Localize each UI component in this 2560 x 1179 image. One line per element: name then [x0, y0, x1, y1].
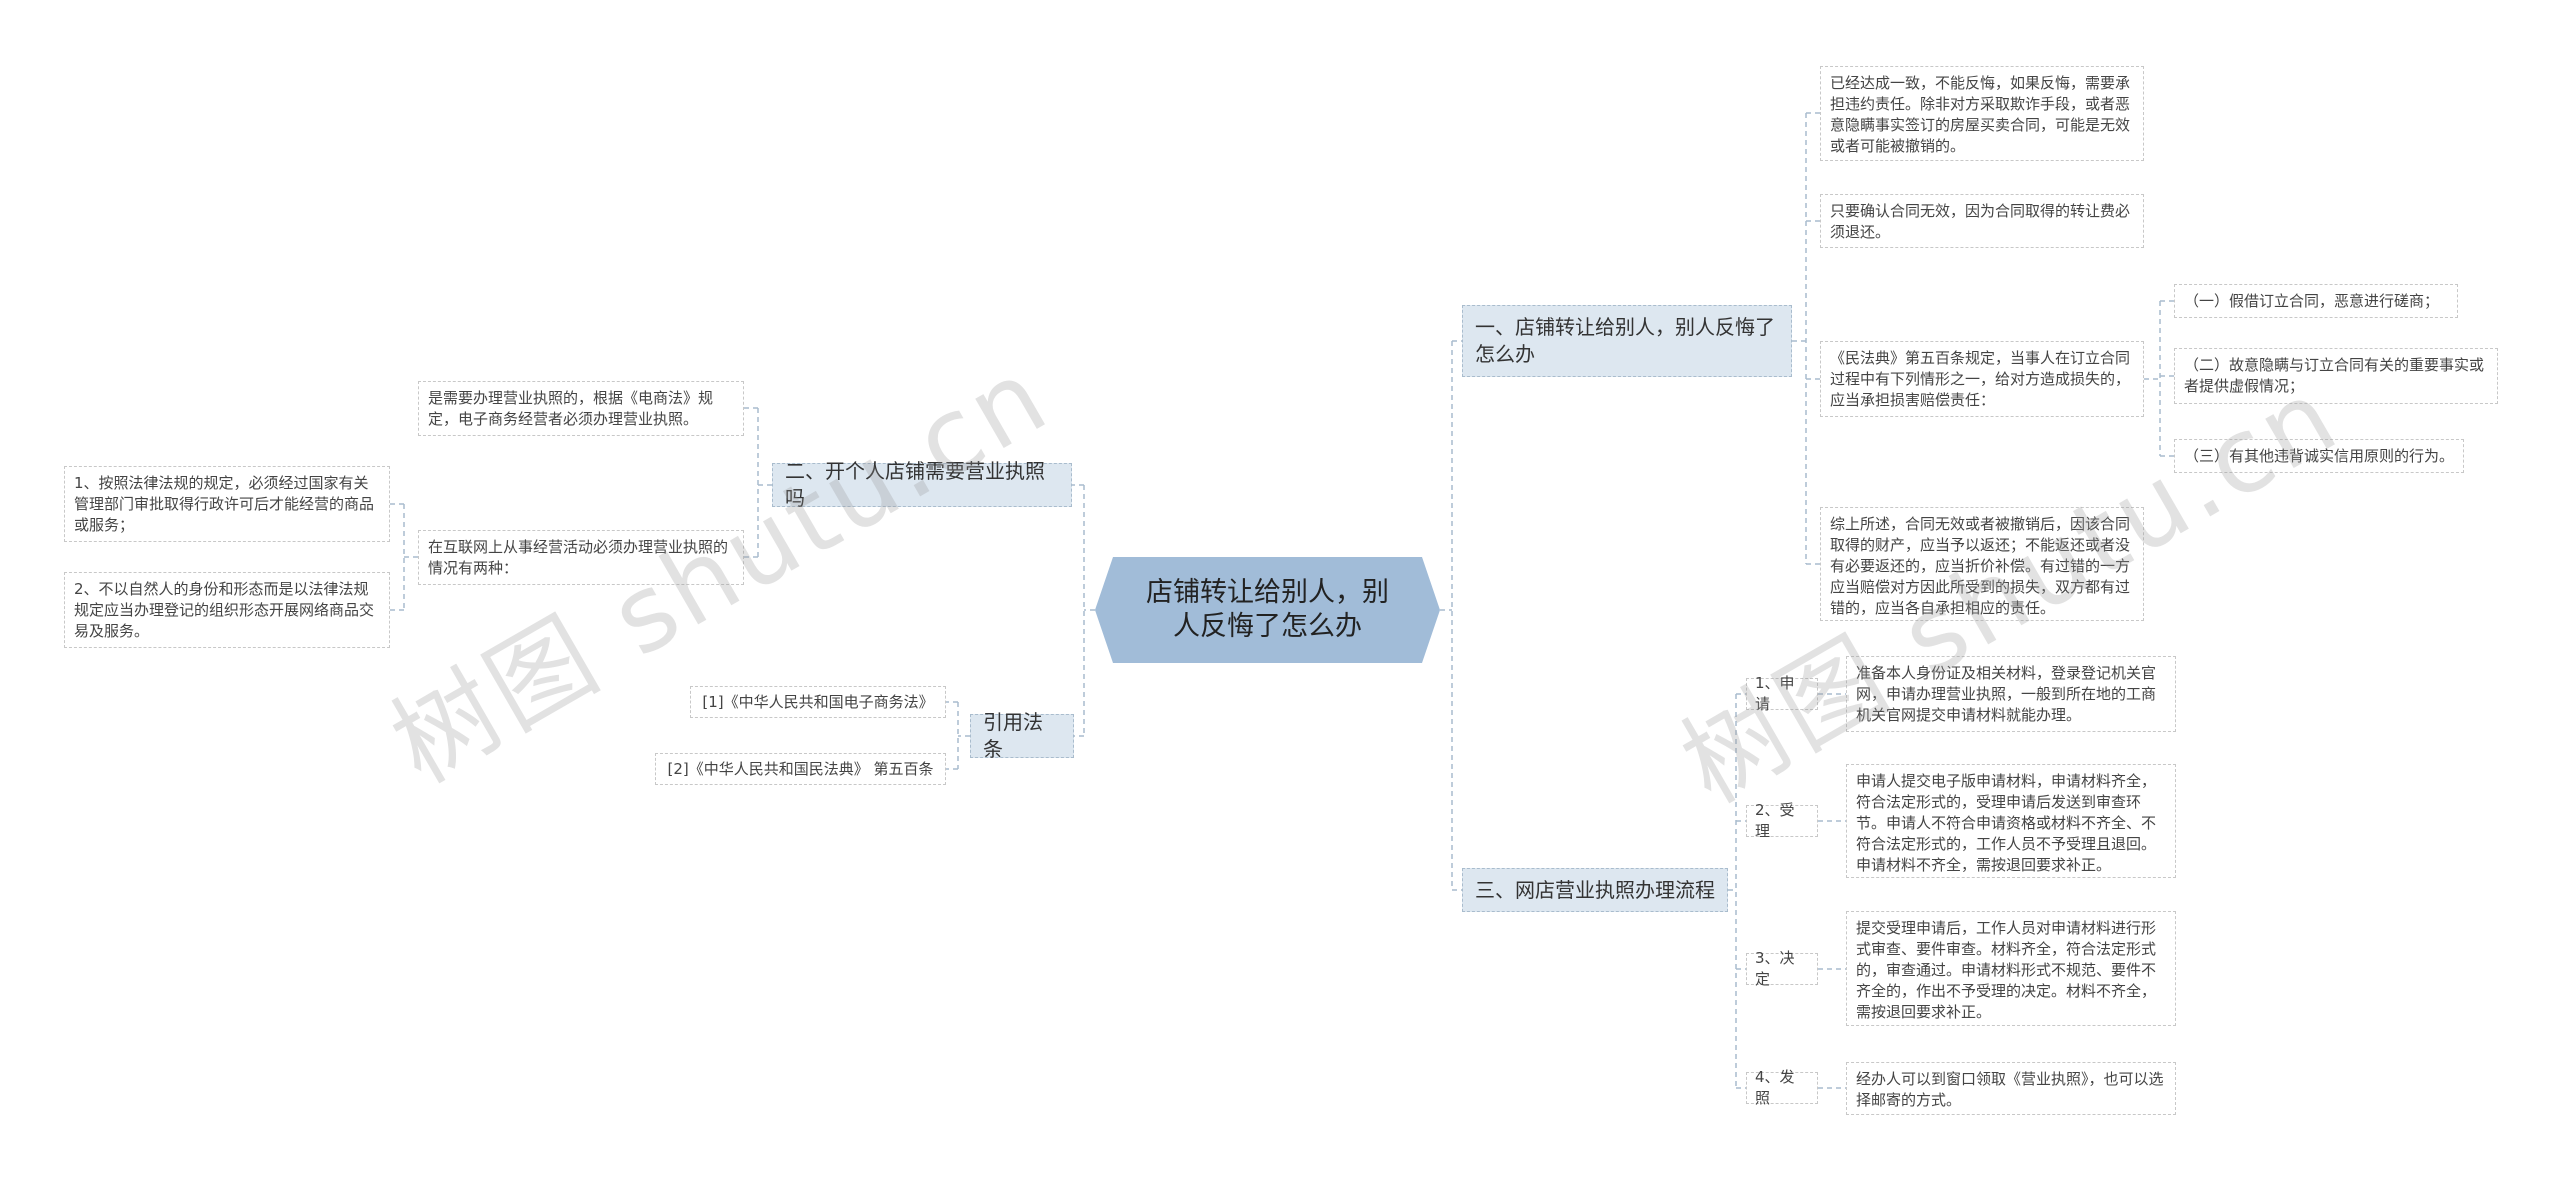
cite-civil-code[interactable]: [2]《中华人民共和国民法典》 第五百条 [655, 753, 946, 785]
step-issue[interactable]: 经办人可以到窗口领取《营业执照》，也可以选择邮寄的方式。 [1846, 1062, 2176, 1115]
leaf-no-regret[interactable]: 已经达成一致，不能反悔，如果反悔，需要承担违约责任。除非对方采取欺诈手段，或者恶… [1820, 66, 2144, 161]
root-topic[interactable]: 店铺转让给别人，别人反悔了怎么办 [1095, 557, 1440, 663]
step-accept[interactable]: 申请人提交电子版申请材料，申请材料齐全，符合法定形式的，受理申请后发送到审查环节… [1846, 764, 2176, 878]
step-decide[interactable]: 提交受理申请后，工作人员对申请材料进行形式审查、要件审查。材料齐全，符合法定形式… [1846, 911, 2176, 1026]
step-apply[interactable]: 准备本人身份证及相关材料，登录登记机关官网，申请办理营业执照，一般到所在地的工商… [1846, 656, 2176, 732]
leaf-civil-code-500[interactable]: 《民法典》第五百条规定，当事人在订立合同过程中有下列情形之一，给对方造成损失的，… [1820, 341, 2144, 417]
leaf-summary[interactable]: 综上所述，合同无效或者被撤销后，因该合同取得的财产，应当予以返还；不能返还或者没… [1820, 507, 2144, 621]
leaf-refund-fee[interactable]: 只要确认合同无效，因为合同取得的转让费必须退还。 [1820, 194, 2144, 248]
branch-cited-law[interactable]: 引用法条 [970, 710, 1074, 761]
step-label-accept[interactable]: 2、受理 [1746, 801, 1818, 840]
branch-license-process[interactable]: 三、网店营业执照办理流程 [1462, 868, 1728, 912]
leaf-clause-3[interactable]: （三）有其他违背诚实信用原则的行为。 [2174, 439, 2464, 473]
leaf-clause-2[interactable]: （二）故意隐瞒与订立合同有关的重要事实或者提供虚假情况； [2174, 348, 2498, 404]
step-label-issue[interactable]: 4、发照 [1746, 1068, 1818, 1107]
leaf-case-2[interactable]: 2、不以自然人的身份和形态而是以法律法规规定应当办理登记的组织形态开展网络商品交… [64, 572, 390, 648]
leaf-ecommerce-law[interactable]: 是需要办理营业执照的，根据《电商法》规定，电子商务经营者必须办理营业执照。 [418, 381, 744, 436]
step-label-decide[interactable]: 3、决定 [1746, 949, 1818, 988]
leaf-clause-1[interactable]: （一）假借订立合同，恶意进行磋商； [2174, 284, 2458, 318]
branch-need-license[interactable]: 二、开个人店铺需要营业执照吗 [772, 459, 1072, 510]
cite-ecommerce-law[interactable]: [1]《中华人民共和国电子商务法》 [690, 686, 946, 718]
branch-transfer-regret[interactable]: 一、店铺转让给别人，别人反悔了怎么办 [1462, 305, 1792, 377]
leaf-two-cases[interactable]: 在互联网上从事经营活动必须办理营业执照的情况有两种： [418, 530, 744, 585]
step-label-apply[interactable]: 1、申请 [1746, 674, 1818, 713]
leaf-case-1[interactable]: 1、按照法律法规的规定，必须经过国家有关管理部门审批取得行政许可后才能经营的商品… [64, 466, 390, 542]
